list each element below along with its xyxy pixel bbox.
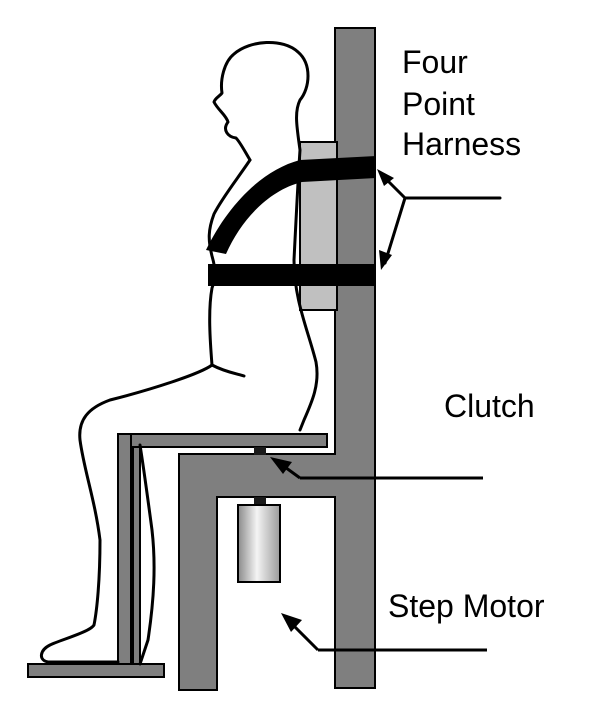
seated-person: [40, 40, 319, 666]
seat-leg-front: [117, 433, 132, 667]
harness-straps: [206, 156, 376, 286]
chair-backrest-and-base: [178, 27, 376, 691]
step-motor: [237, 497, 281, 583]
chest-strap: [208, 264, 376, 286]
step-motor-label: Step Motor: [388, 588, 545, 624]
front-torso: [207, 158, 252, 367]
seat-plate: [117, 433, 328, 448]
harness-label-line-3: Harness: [402, 126, 522, 162]
harness-arrows: [377, 169, 502, 270]
chair-frame: [27, 27, 376, 691]
foot-plate: [27, 663, 165, 678]
seat-leg-rear: [132, 446, 141, 667]
thigh-and-front-leg: [40, 363, 214, 664]
shoulder-strap: [206, 156, 376, 254]
motor-arrow: [281, 613, 487, 652]
motor-shaft: [254, 497, 266, 507]
clutch-arrow: [270, 457, 483, 480]
clutch-shaft: [254, 447, 266, 455]
back-leg: [138, 443, 156, 666]
harness-label-line-2: Point: [402, 86, 475, 122]
harness-label-line-1: Four: [402, 44, 468, 80]
clutch-label: Clutch: [444, 388, 535, 424]
hip: [210, 363, 246, 378]
motor-body: [237, 504, 281, 583]
head-and-back: [212, 40, 319, 432]
